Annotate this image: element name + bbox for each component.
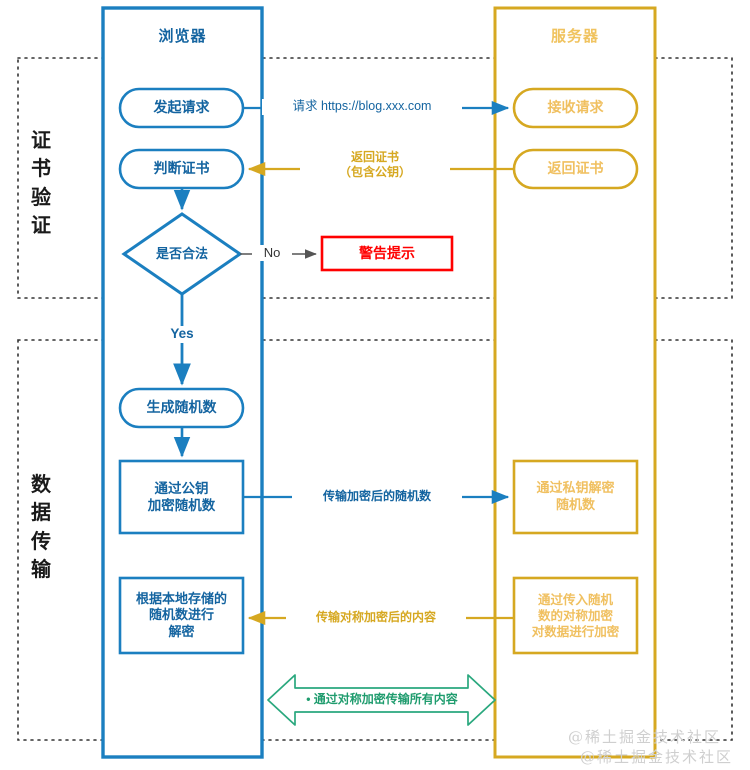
edge-label-return-certificate: 返回证书 （包含公钥）	[300, 150, 450, 180]
node-symmetric-encrypt-data	[512, 576, 639, 655]
phase-label-data-transmission: 数 据 传 输	[31, 474, 51, 582]
node-decrypt-with-local-random	[118, 576, 245, 655]
node-return-certificate	[512, 148, 639, 190]
node-initiate-request	[118, 87, 245, 129]
edge-label-yes-branch: Yes	[158, 326, 206, 343]
edge-symmetric-all-content	[267, 674, 496, 726]
edge-label-transmit-symmetric-content: 传输对称加密后的内容	[286, 610, 466, 625]
node-generate-random	[118, 387, 245, 429]
node-judge-certificate	[118, 148, 245, 190]
edge-label-no-branch: No	[252, 245, 292, 262]
lane-title-server: 服务器	[550, 28, 599, 45]
edge-label-transmit-encrypted-random: 传输加密后的随机数	[292, 489, 462, 504]
node-decrypt-with-private-key	[512, 459, 639, 535]
node-warning-prompt	[320, 235, 454, 272]
node-encrypt-with-public-key	[118, 459, 245, 535]
lane-title-browser: 浏览器	[158, 28, 207, 45]
node-receive-request	[512, 87, 639, 129]
edge-label-symmetric-all-content: • 通过对称加密传输所有内容	[306, 692, 458, 706]
edge-label-request-url: 请求 https://blog.xxx.com	[262, 99, 462, 115]
phase-box-certificate	[17, 57, 733, 299]
phase-label-certificate-verification: 证 书 验 证	[31, 130, 51, 238]
phase-box-data-transfer	[17, 339, 733, 741]
watermark-line-2: @稀土掘金技术社区	[580, 748, 734, 766]
watermark-line-1: @稀土掘金技术社区	[568, 728, 722, 746]
